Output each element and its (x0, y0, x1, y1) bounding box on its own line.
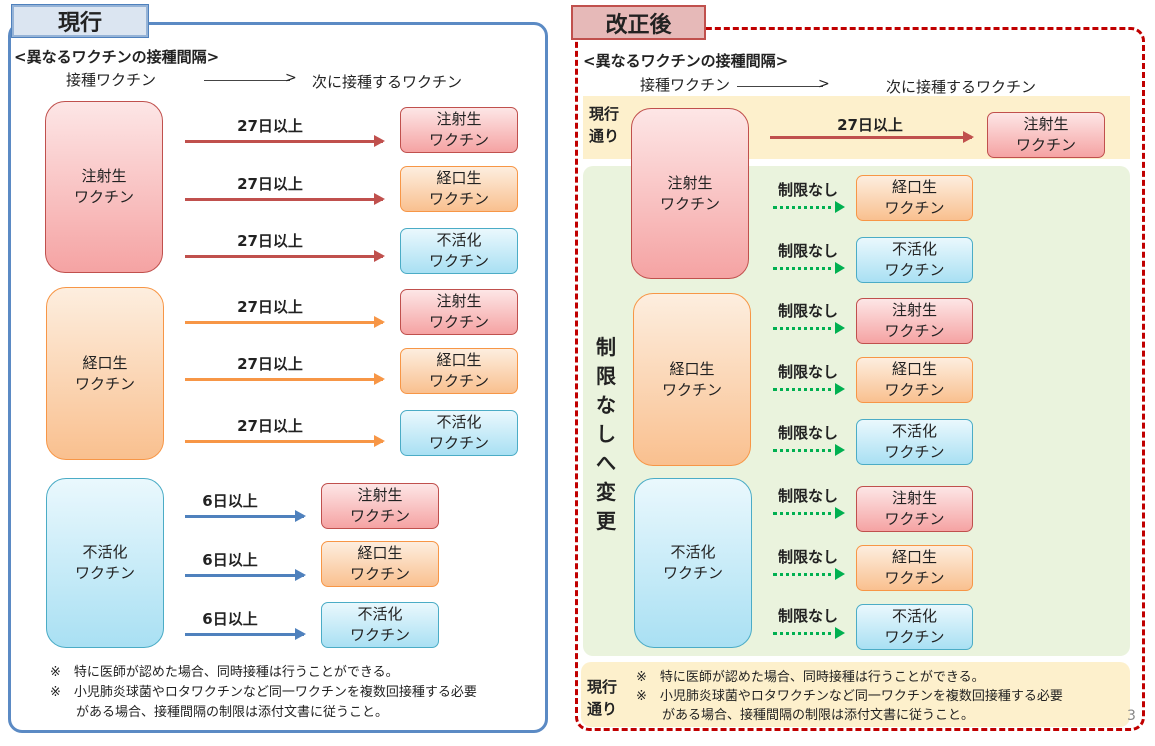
target-vaccine-box: 注射生 ワクチン (987, 112, 1105, 158)
target-vaccine-box: 不活化 ワクチン (321, 602, 439, 648)
no-limit-dotted-arrow (773, 201, 845, 213)
no-limit-dotted-arrow (773, 383, 845, 395)
target-vaccine-box: 注射生 ワクチン (321, 483, 439, 529)
no-limit-label: 制限なし (777, 242, 838, 260)
no-limit-label: 制限なし (777, 302, 838, 320)
no-limit-label: 制限なし (777, 548, 838, 566)
source-vaccine-box: 経口生 ワクチン (633, 293, 751, 466)
flow-arrow-head: > (285, 70, 297, 86)
no-limit-label: 制限なし (777, 607, 838, 625)
interval-arrow (185, 250, 385, 262)
target-vaccine-box: 不活化 ワクチン (856, 604, 973, 650)
footnote: ※ 特に医師が認めた場合、同時接種は行うことができる。 (636, 670, 985, 685)
target-vaccine-box: 経口生 ワクチン (400, 166, 518, 212)
revised-panel (575, 27, 1145, 731)
target-vaccine-box: 経口生 ワクチン (856, 545, 973, 591)
target-vaccine-box: 注射生 ワクチン (400, 289, 518, 335)
source-vaccine-box: 不活化 ワクチン (634, 478, 752, 648)
page-number: 3 (1127, 708, 1136, 724)
source-vaccine-box: 注射生 ワクチン (45, 101, 163, 273)
footnote: ※ 特に医師が認めた場合、同時接種は行うことができる。 (50, 665, 399, 680)
interval-label: 6日以上 (202, 610, 258, 628)
flow-arrow (737, 86, 823, 87)
no-limit-dotted-arrow (773, 568, 845, 580)
no-limit-label: 制限なし (777, 487, 838, 505)
current-header: 現行 (11, 4, 149, 38)
unchanged-label: 現行 通り (589, 105, 620, 145)
current-subtitle: <異なるワクチンの接種間隔> (14, 48, 220, 66)
no-limit-dotted-arrow (773, 322, 845, 334)
footnote: ※ 小児肺炎球菌やロタワクチンなど同一ワクチンを複数回接種する必要 (636, 689, 1063, 704)
interval-arrow (185, 316, 385, 328)
footnote: がある場合、接種間隔の制限は添付文書に従うこと。 (50, 705, 389, 720)
source-vaccine-box: 注射生 ワクチン (631, 108, 749, 279)
interval-label: 6日以上 (202, 551, 258, 569)
no-limit-label: 制限なし (777, 181, 838, 199)
source-vaccine-box: 不活化 ワクチン (46, 478, 164, 648)
interval-arrow (185, 435, 385, 447)
source-vaccine-box: 経口生 ワクチン (46, 287, 164, 460)
interval-label: 6日以上 (202, 492, 258, 510)
no-limit-dotted-arrow (773, 507, 845, 519)
target-vaccine-box: 不活化 ワクチン (856, 237, 973, 283)
no-limit-dotted-arrow (773, 627, 845, 639)
footer-band (581, 662, 1130, 727)
footnote: がある場合、接種間隔の制限は添付文書に従うこと。 (636, 708, 975, 723)
interval-label: 27日以上 (237, 417, 303, 435)
target-vaccine-box: 注射生 ワクチン (400, 107, 518, 153)
no-limit-dotted-arrow (773, 444, 845, 456)
interval-arrow (185, 135, 385, 147)
interval-arrow (185, 510, 306, 522)
current-panel (8, 22, 548, 733)
target-vaccine-box: 注射生 ワクチン (856, 486, 973, 532)
revised-subtitle: <異なるワクチンの接種間隔> (583, 52, 789, 70)
target-vaccine-box: 不活化 ワクチン (400, 228, 518, 274)
no-limit-dotted-arrow (773, 262, 845, 274)
target-vaccine-box: 経口生 ワクチン (856, 357, 973, 403)
no-limit-label: 制限なし (777, 363, 838, 381)
interval-label: 27日以上 (237, 232, 303, 250)
interval-arrow (185, 628, 306, 640)
revised-header: 改正後 (571, 5, 706, 40)
target-vaccine-box: 経口生 ワクチン (400, 348, 518, 394)
target-vaccine-box: 経口生 ワクチン (321, 541, 439, 587)
interval-label: 27日以上 (237, 355, 303, 373)
target-vaccine-box: 注射生 ワクチン (856, 298, 973, 344)
target-vaccine-box: 経口生 ワクチン (856, 175, 973, 221)
flow-arrow (204, 80, 290, 81)
footnote: ※ 小児肺炎球菌やロタワクチンなど同一ワクチンを複数回接種する必要 (50, 685, 477, 700)
interval-arrow (770, 131, 974, 143)
flow-arrow-head: > (818, 76, 830, 92)
interval-label: 27日以上 (237, 117, 303, 135)
current-from-label: 接種ワクチン (66, 71, 157, 89)
interval-arrow (185, 193, 385, 205)
revised-to-label: 次に接種するワクチン (886, 78, 1037, 96)
interval-label: 27日以上 (237, 298, 303, 316)
target-vaccine-box: 不活化 ワクチン (856, 419, 973, 465)
no-limit-label: 制限なし (777, 424, 838, 442)
footer-unchanged-label: 現行 通り (587, 678, 618, 718)
target-vaccine-box: 不活化 ワクチン (400, 410, 518, 456)
revised-from-label: 接種ワクチン (640, 76, 731, 94)
current-to-label: 次に接種するワクチン (312, 73, 463, 91)
interval-arrow (185, 373, 385, 385)
interval-arrow (185, 569, 306, 581)
interval-label: 27日以上 (837, 116, 903, 134)
interval-label: 27日以上 (237, 175, 303, 193)
change-label: 制限なしへ変更 (596, 335, 616, 533)
